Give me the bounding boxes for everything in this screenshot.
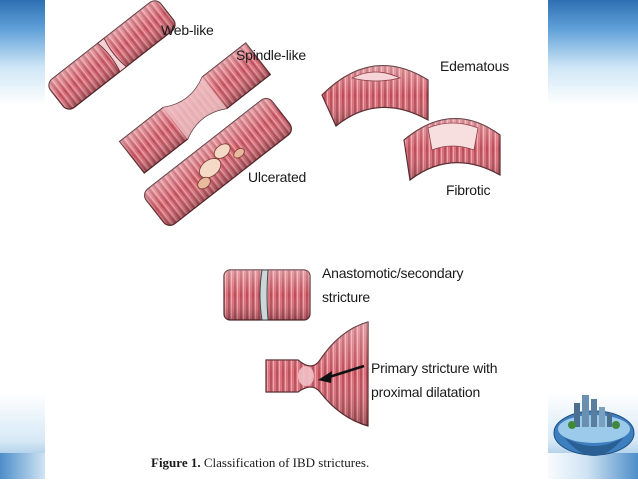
label-spindle-like: Spindle-like xyxy=(236,47,306,63)
label-web-like: Web-like xyxy=(161,22,214,38)
label-fibrotic: Fibrotic xyxy=(446,182,491,198)
caption-text: Classification of IBD strictures. xyxy=(200,455,370,470)
ulcerated-tube xyxy=(144,98,292,226)
caption-prefix: Figure 1. xyxy=(151,455,201,470)
city-globe-logo xyxy=(552,385,636,475)
label-edematous: Edematous xyxy=(440,58,510,74)
spindle-like-tube xyxy=(118,42,272,174)
figure-caption: Figure 1. Classification of IBD strictur… xyxy=(151,455,369,471)
left-decorative-band xyxy=(0,0,45,479)
arrow-left-icon xyxy=(318,364,365,383)
label-primary-line1: Primary stricture with xyxy=(371,360,498,376)
fibrotic-tube xyxy=(403,118,501,182)
edematous-tube xyxy=(321,64,429,127)
anastomotic-tube xyxy=(223,269,311,321)
label-ulcerated: Ulcerated xyxy=(248,169,307,185)
city-globe-logo-graphic xyxy=(553,395,635,456)
label-primary-line2: proximal dilatation xyxy=(371,384,481,400)
figure-panel xyxy=(45,0,548,479)
web-like-tube xyxy=(48,0,176,110)
label-anastomotic-line2: stricture xyxy=(322,289,370,305)
primary-stricture-tube xyxy=(265,321,369,427)
label-anastomotic-line1: Anastomotic/secondary xyxy=(322,265,464,281)
